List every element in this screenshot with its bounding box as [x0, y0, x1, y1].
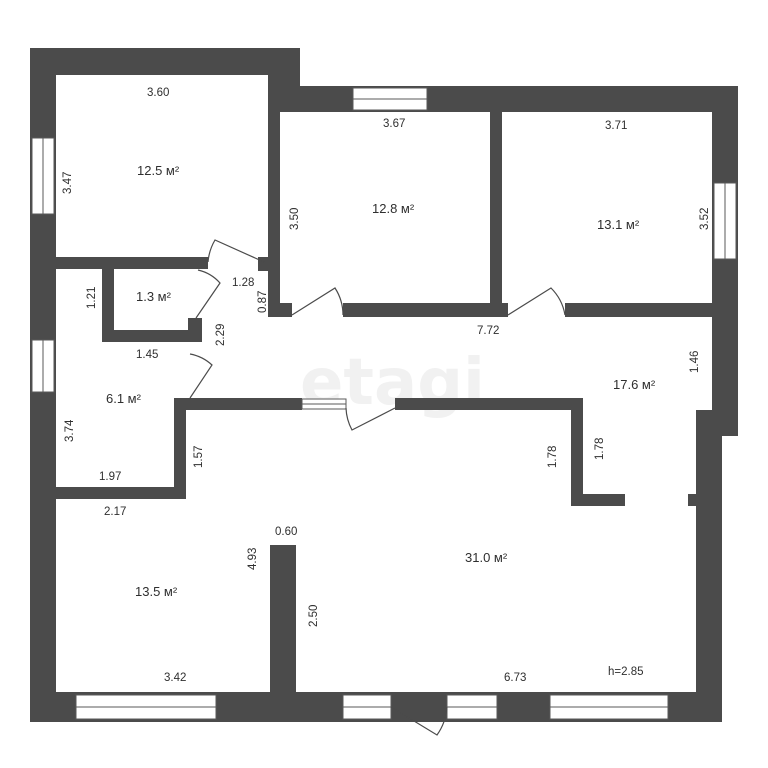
- dimension-label: 3.60: [147, 87, 169, 99]
- dimension-label: 3.52: [699, 208, 711, 230]
- room-area-living: 31.0 м²: [465, 550, 508, 565]
- room-area-toilet: 1.3 м²: [136, 289, 172, 304]
- ceiling-height: h=2.85: [608, 666, 644, 678]
- room-area-bedroom-sw: 13.5 м²: [135, 584, 178, 599]
- dimension-label: 0.60: [275, 526, 297, 538]
- dimension-label: 2.29: [215, 324, 227, 346]
- dimension-label: 1.78: [594, 438, 606, 460]
- dimension-label: 1.97: [99, 471, 121, 483]
- dimension-label: 1.45: [136, 349, 158, 361]
- door-swings: [189, 239, 566, 736]
- dimension-label: 3.50: [289, 208, 301, 230]
- room-area-hall: 17.6 м²: [613, 377, 656, 392]
- dimension-label: 3.42: [164, 672, 186, 684]
- dimension-label: 1.46: [689, 351, 701, 373]
- dimension-label: 3.67: [383, 118, 405, 130]
- room-area-bedroom-ne: 13.1 м²: [597, 217, 640, 232]
- room-area-bedroom-n: 12.8 м²: [372, 201, 415, 216]
- dimension-label: 1.21: [86, 287, 98, 309]
- dimension-label: 7.72: [477, 325, 499, 337]
- room-area-bathroom: 6.1 м²: [106, 391, 142, 406]
- dimension-label: 3.47: [62, 172, 74, 194]
- dimension-label: 3.74: [64, 419, 76, 442]
- dimension-label: 1.57: [193, 446, 205, 468]
- dimension-label: 2.50: [308, 605, 320, 627]
- room-area-bedroom-nw: 12.5 м²: [137, 163, 180, 178]
- windows: [31, 87, 737, 720]
- dimension-label: 1.78: [547, 446, 559, 468]
- dimension-label: 4.93: [247, 548, 259, 570]
- dimension-label: 3.71: [605, 120, 627, 132]
- dimension-label: 0.87: [257, 291, 269, 313]
- dimension-label: 1.28: [232, 277, 254, 289]
- dimension-label: 2.17: [104, 506, 126, 518]
- dimension-label: 6.73: [504, 672, 526, 684]
